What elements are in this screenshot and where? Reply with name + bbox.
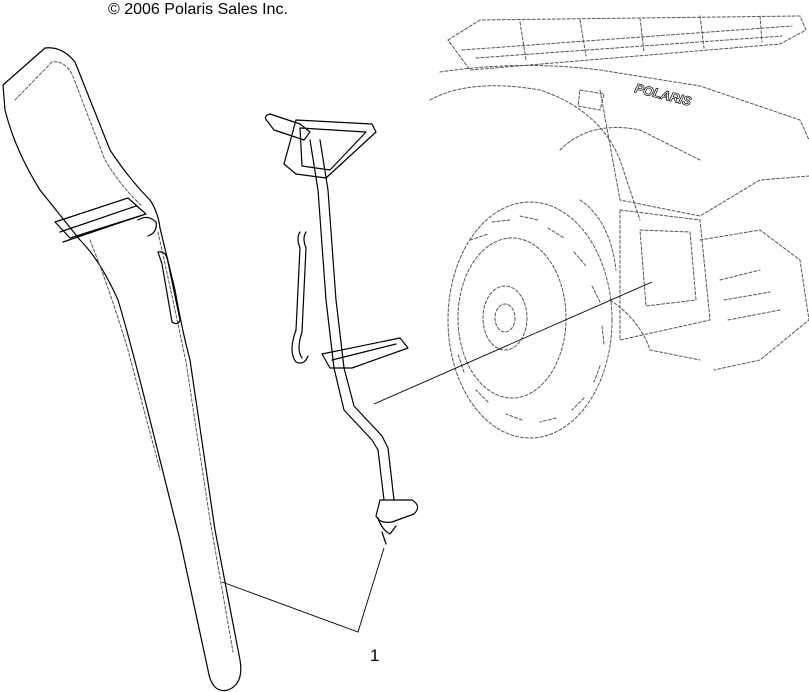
- copyright-notice: © 2006 Polaris Sales Inc.: [108, 1, 288, 18]
- gun-boot: [2, 47, 242, 692]
- callout-number: 1: [370, 646, 380, 665]
- callout-leaders: [221, 281, 653, 633]
- polaris-logo: POLARIS: [633, 80, 693, 109]
- atv-vehicle: POLARIS: [429, 15, 809, 439]
- gun-boot-bracket: [264, 113, 419, 545]
